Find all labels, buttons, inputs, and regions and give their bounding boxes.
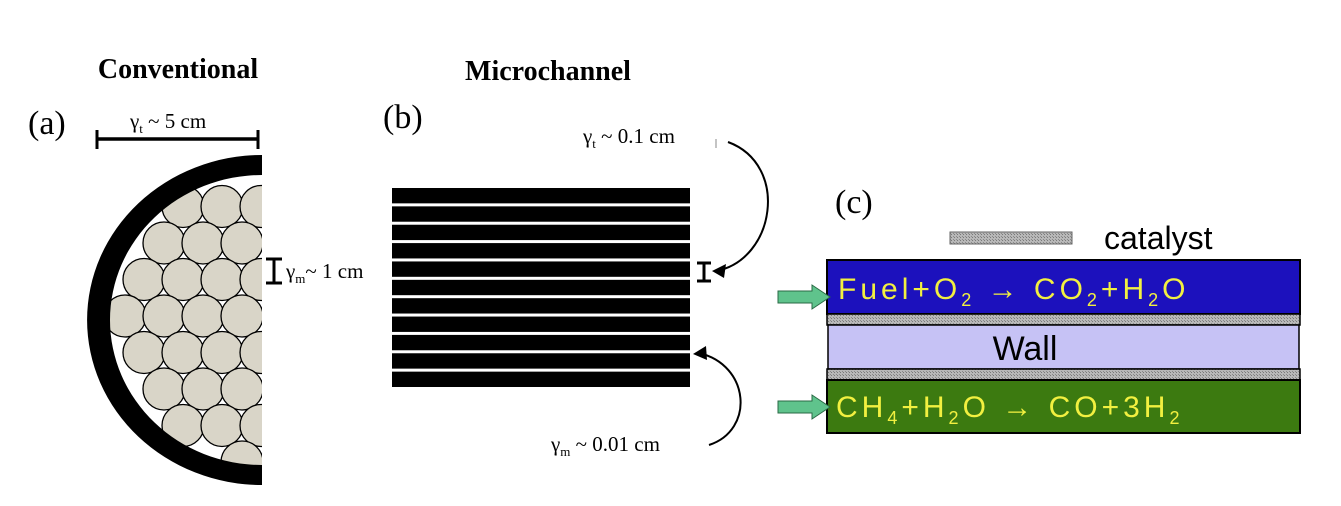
catalyst-particle bbox=[161, 257, 205, 302]
rm-arrowhead bbox=[693, 346, 707, 360]
panel-a: Conventional (a) γt ~ 5 cm γm~ 1 cm bbox=[28, 54, 363, 485]
catalyst-particle bbox=[181, 221, 225, 265]
catalyst-particle bbox=[142, 294, 186, 338]
catalyst-particle bbox=[161, 330, 205, 375]
panel-a-heading: Conventional bbox=[98, 54, 258, 85]
reforming-inlet-arrow bbox=[777, 394, 831, 420]
panel-b-rt-label: γt ~ 0.1 cm bbox=[582, 124, 675, 151]
catalyst-particle bbox=[220, 367, 262, 411]
catalyst-particle bbox=[200, 184, 244, 229]
panel-b-heading: Microchannel bbox=[465, 56, 631, 87]
catalyst-legend-swatch bbox=[949, 231, 1073, 245]
combustion-channel bbox=[826, 259, 1301, 315]
catalyst-layer-bottom bbox=[826, 368, 1301, 381]
catalyst-particle bbox=[200, 403, 244, 448]
panel-c-letter: (c) bbox=[835, 184, 873, 221]
catalyst-particle bbox=[239, 257, 262, 302]
catalyst-particle bbox=[239, 184, 262, 229]
combustion-inlet-arrow bbox=[777, 284, 831, 310]
panel-a-letter: (a) bbox=[28, 105, 66, 142]
channel-plate bbox=[392, 316, 690, 332]
rt-arrow bbox=[715, 141, 769, 272]
panel-c: (c) catalyst Wall Fuel+O2 → CO2+H2O CH4+… bbox=[777, 184, 1301, 434]
reforming-channel bbox=[826, 379, 1301, 434]
wall-label: Wall bbox=[993, 330, 1058, 368]
channel-plate bbox=[392, 206, 690, 222]
channel-plate bbox=[392, 371, 690, 387]
reforming-reaction: CH4+H2O → CO+3H2 bbox=[836, 391, 1183, 428]
catalyst-particle bbox=[220, 294, 262, 338]
catalyst-layer-top bbox=[826, 313, 1301, 326]
combustion-reaction: Fuel+O2 → CO2+H2O bbox=[838, 273, 1189, 310]
channel-plate bbox=[392, 261, 690, 277]
catalyst-particle bbox=[200, 257, 244, 302]
channel-plate bbox=[392, 188, 690, 204]
tube-diameter-dimension: γt ~ 5 cm bbox=[95, 109, 260, 149]
channel-plate bbox=[392, 243, 690, 259]
panel-a-rm-label: γm~ 1 cm bbox=[285, 259, 363, 286]
rt-arrowhead bbox=[712, 264, 726, 278]
catalyst-particle bbox=[239, 330, 262, 375]
catalyst-particle bbox=[122, 257, 166, 302]
panel-a-rt-label: γt ~ 5 cm bbox=[129, 109, 206, 136]
channel-plate bbox=[392, 298, 690, 314]
particle-size-dimension: γm~ 1 cm bbox=[266, 257, 363, 286]
microchannel-stack bbox=[392, 188, 690, 387]
channel-plate bbox=[392, 334, 690, 351]
channel-width-dimension bbox=[697, 261, 711, 283]
catalyst-particle bbox=[142, 367, 186, 411]
panel-b-letter: (b) bbox=[383, 99, 423, 136]
catalyst-particle bbox=[181, 294, 225, 338]
catalyst-particle bbox=[200, 330, 244, 375]
catalyst-particle bbox=[220, 221, 262, 265]
reactor-wall bbox=[87, 155, 262, 485]
wall bbox=[827, 324, 1300, 370]
panel-b: Microchannel (b) γt ~ 0.1 cm γm ~ 0.01 c… bbox=[383, 56, 769, 459]
catalyst-particle bbox=[181, 367, 225, 411]
channel-plate bbox=[392, 353, 690, 369]
panel-b-rm-label: γm ~ 0.01 cm bbox=[550, 432, 660, 459]
catalyst-particle bbox=[142, 221, 186, 265]
catalyst-label: catalyst bbox=[1104, 220, 1213, 256]
catalyst-particle bbox=[122, 330, 166, 375]
rm-arrow bbox=[698, 352, 742, 446]
channel-plate bbox=[392, 224, 690, 241]
catalyst-particle bbox=[239, 403, 262, 448]
channel-plate bbox=[392, 279, 690, 296]
